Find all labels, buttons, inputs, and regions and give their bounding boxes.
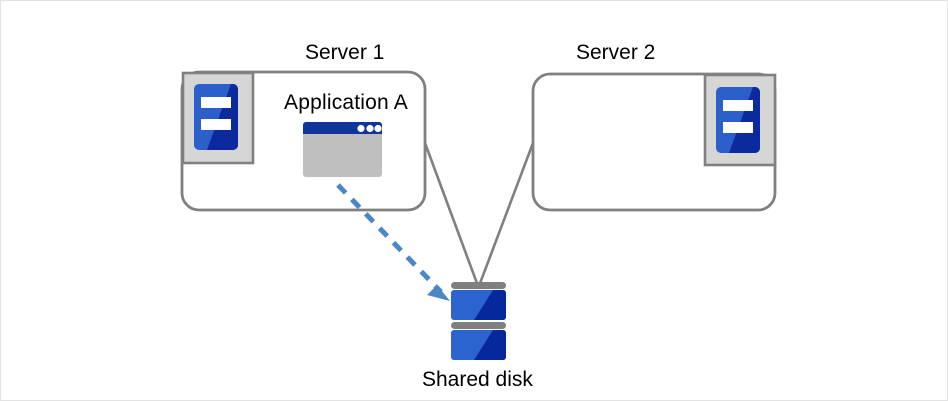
server2-label: Server 2 [576, 41, 656, 64]
database-disk-icon[interactable] [451, 282, 506, 360]
arrowhead [427, 285, 450, 301]
app-window-icon[interactable] [303, 122, 382, 177]
window-dot [366, 124, 374, 133]
connector-server2-to-disk [477, 141, 535, 288]
server-icon [181, 71, 255, 165]
window-dot [357, 124, 365, 133]
shared-disk-label: Shared disk [422, 368, 533, 391]
server-icon [703, 73, 777, 167]
window-dot [374, 124, 382, 133]
server1-label: Server 1 [305, 41, 385, 64]
application-label: Application A [284, 91, 409, 114]
connector-server1-to-disk [423, 141, 480, 288]
connector-application-to-disk [336, 183, 450, 301]
